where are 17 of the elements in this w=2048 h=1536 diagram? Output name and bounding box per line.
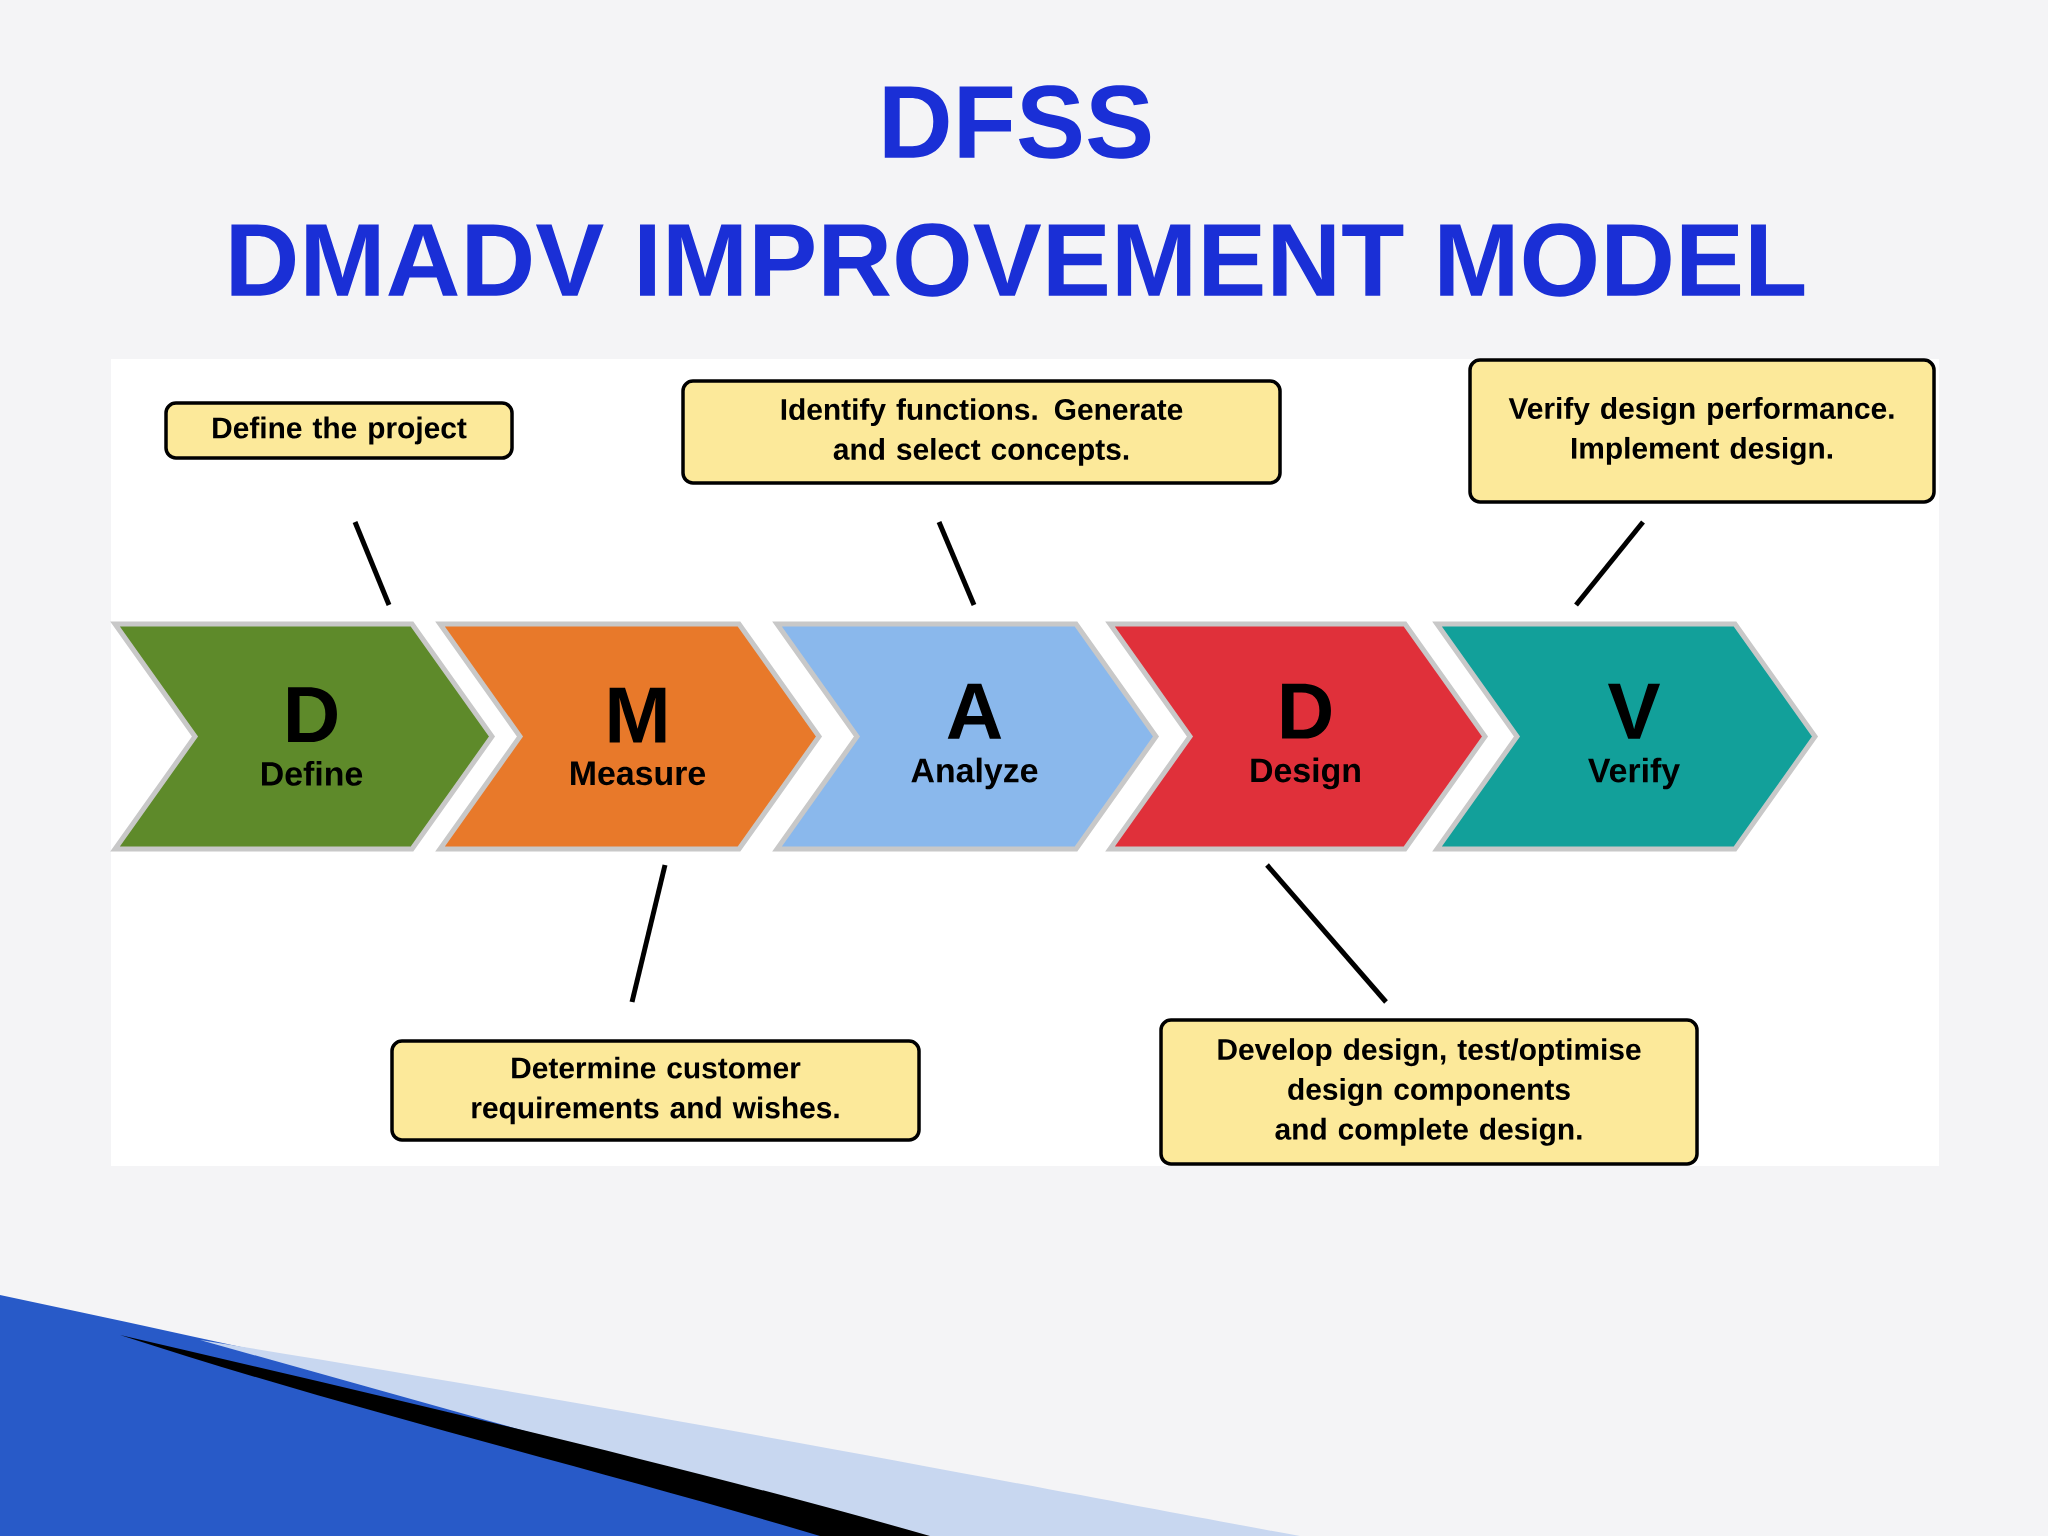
- callout-box: Determine customer requirements and wishes.: [390, 1039, 921, 1142]
- leader-line: [1574, 520, 1645, 607]
- leader-line: [1265, 863, 1388, 1004]
- callout-box: Verify design performance. Implement design.: [1468, 358, 1936, 504]
- chevron-step: D Define: [110, 621, 496, 852]
- chevron-step: V Verify: [1432, 621, 1819, 852]
- subtitle: DMADV IMPROVEMENT MODEL: [231, 223, 1805, 297]
- leader-line: [629, 864, 668, 1003]
- callout-box: Define the project: [164, 401, 514, 460]
- chevron-step: A Analyze: [772, 621, 1160, 852]
- leader-line: [936, 521, 977, 606]
- chevron-step: D Design: [1105, 621, 1489, 852]
- chevron-step: M Measure: [435, 621, 823, 852]
- title: DFSS: [884, 85, 1151, 159]
- callout-box: Develop design, test/optimise design components and complete design.: [1159, 1018, 1699, 1166]
- callout-box: Identify functions. Generate and select concepts.: [681, 379, 1282, 485]
- leader-line: [352, 521, 392, 606]
